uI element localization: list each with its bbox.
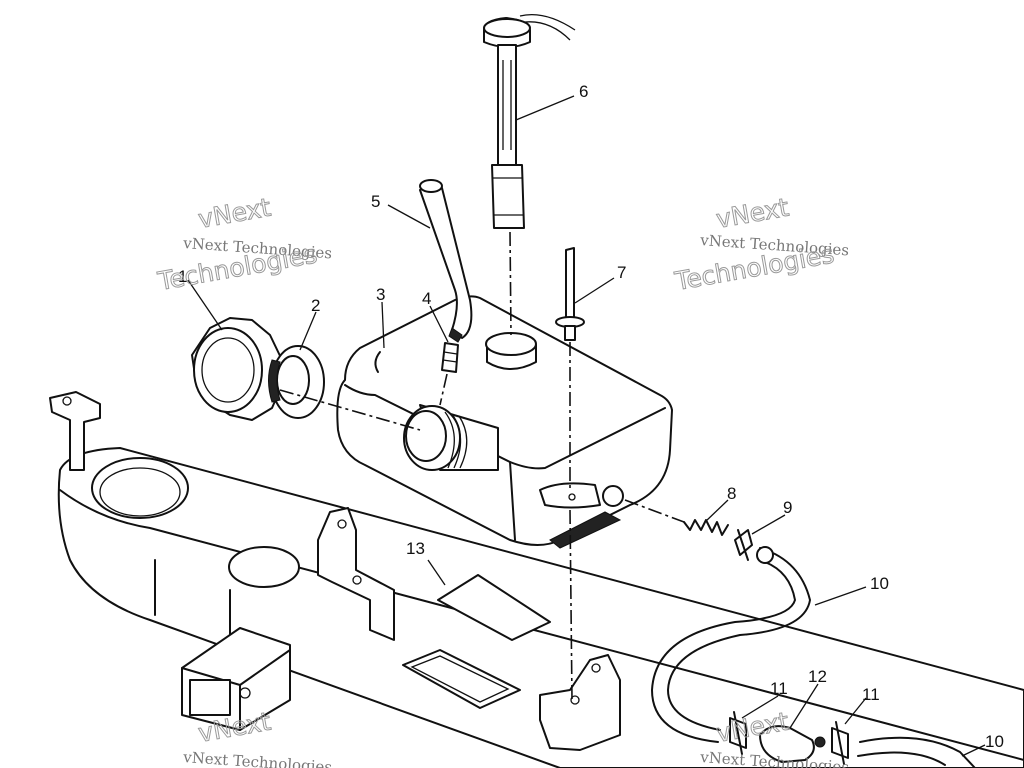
hose-clamp-right <box>831 721 849 765</box>
callout-13: 13 <box>406 539 425 558</box>
gauge-port-boss <box>485 332 537 370</box>
vent-fitting <box>441 342 459 373</box>
callout-3: 3 <box>376 285 385 304</box>
fuel-tank <box>336 295 673 549</box>
fuel-outlet-spring <box>683 519 729 536</box>
square-tube-receiver <box>181 627 291 731</box>
callout-5: 5 <box>371 192 380 211</box>
watermark-right: vNext vNext Technologies Technologies <box>672 192 850 296</box>
watermark-company-line: vNext Technologies <box>182 748 333 768</box>
callout-11-right: 11 <box>862 685 880 704</box>
hose-clamp-left <box>729 711 747 755</box>
tank-mount-pin <box>555 247 585 341</box>
watermark-brand-top: vNext <box>196 193 273 234</box>
fuel-line-lower <box>857 736 976 768</box>
callout-labels: 1 2 3 4 5 6 7 8 9 10 11 12 11 10 13 <box>178 82 1004 751</box>
fuel-cap <box>191 317 283 421</box>
tank-pad <box>437 574 551 641</box>
callout-7: 7 <box>617 263 626 282</box>
callout-12: 12 <box>808 667 827 686</box>
rear-mount-bracket <box>539 654 621 751</box>
center-mount-bracket <box>317 507 395 641</box>
callout-9: 9 <box>783 498 792 517</box>
vent-hose <box>419 179 473 343</box>
alignment-lines <box>279 231 685 701</box>
chassis-frame <box>57 447 1024 768</box>
callout-1: 1 <box>178 267 187 286</box>
frame-cutout <box>402 649 521 709</box>
filler-neck <box>403 404 499 471</box>
fuel-line-upper <box>651 546 811 743</box>
leader-lines <box>187 95 986 757</box>
callout-4: 4 <box>422 289 431 308</box>
frame-hole-large <box>91 457 189 519</box>
watermark-brand-top: vNext <box>714 193 791 234</box>
hose-clamp-upper <box>734 529 753 561</box>
left-mount-bracket <box>49 391 101 471</box>
callout-2: 2 <box>311 296 320 315</box>
callout-6: 6 <box>579 82 588 101</box>
fuel-gauge-sender <box>483 13 576 229</box>
callout-10-lower: 10 <box>985 732 1004 751</box>
callout-8: 8 <box>727 484 736 503</box>
callout-10-upper: 10 <box>870 574 889 593</box>
watermark-left: vNext vNext Technologies Technologies <box>155 192 333 296</box>
frame-hole-small <box>228 546 300 588</box>
inline-fuel-filter <box>759 725 826 763</box>
callout-11-left: 11 <box>770 679 788 698</box>
